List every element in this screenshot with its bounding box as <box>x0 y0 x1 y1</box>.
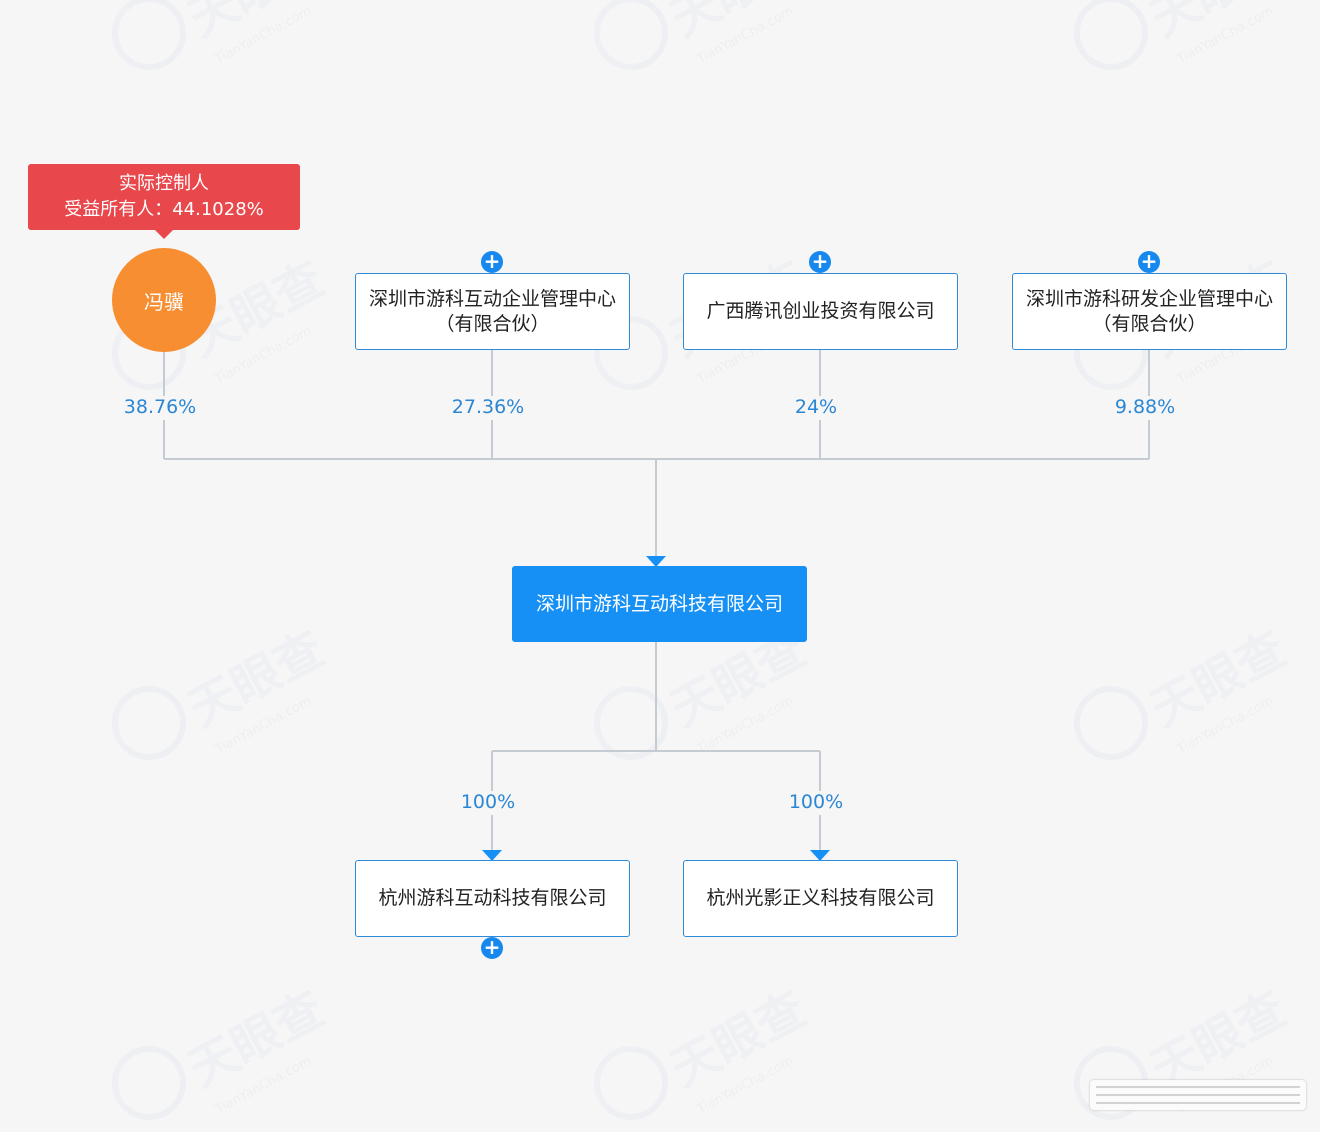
plus-circle-icon[interactable]: + <box>481 251 503 273</box>
triangle-down-icon <box>646 556 666 567</box>
plus-circle-icon[interactable]: + <box>1138 251 1160 273</box>
ownership-percent: 24% <box>794 396 838 418</box>
ownership-percent: 9.88% <box>1114 396 1176 418</box>
main-company-node[interactable]: 深圳市游科互动科技有限公司 <box>512 566 807 642</box>
beneficial-owner-label: 受益所有人：44.1028% <box>64 199 264 220</box>
plus-circle-icon[interactable]: + <box>481 937 503 959</box>
triangle-down-icon <box>482 850 502 861</box>
actual-controller-label: 实际控制人 <box>119 173 209 194</box>
shareholder-node[interactable]: 深圳市游科互动企业管理中心（有限合伙） <box>355 273 630 350</box>
tag-pointer <box>155 230 173 239</box>
subsidiary-node[interactable]: 杭州游科互动科技有限公司 <box>355 860 630 937</box>
person-node[interactable]: 冯骥 <box>112 248 216 352</box>
plus-circle-icon[interactable]: + <box>809 251 831 273</box>
ownership-percent: 100% <box>788 791 844 813</box>
scroll-thumb[interactable] <box>1090 1080 1306 1110</box>
ownership-percent: 38.76% <box>123 396 197 418</box>
shareholder-node[interactable]: 广西腾讯创业投资有限公司 <box>683 273 958 350</box>
ownership-percent: 100% <box>460 791 516 813</box>
triangle-down-icon <box>810 850 830 861</box>
shareholder-node[interactable]: 深圳市游科研发企业管理中心（有限合伙） <box>1012 273 1287 350</box>
actual-controller-tag: 实际控制人 受益所有人：44.1028% <box>28 164 300 230</box>
subsidiary-node[interactable]: 杭州光影正义科技有限公司 <box>683 860 958 937</box>
ownership-percent: 27.36% <box>451 396 525 418</box>
